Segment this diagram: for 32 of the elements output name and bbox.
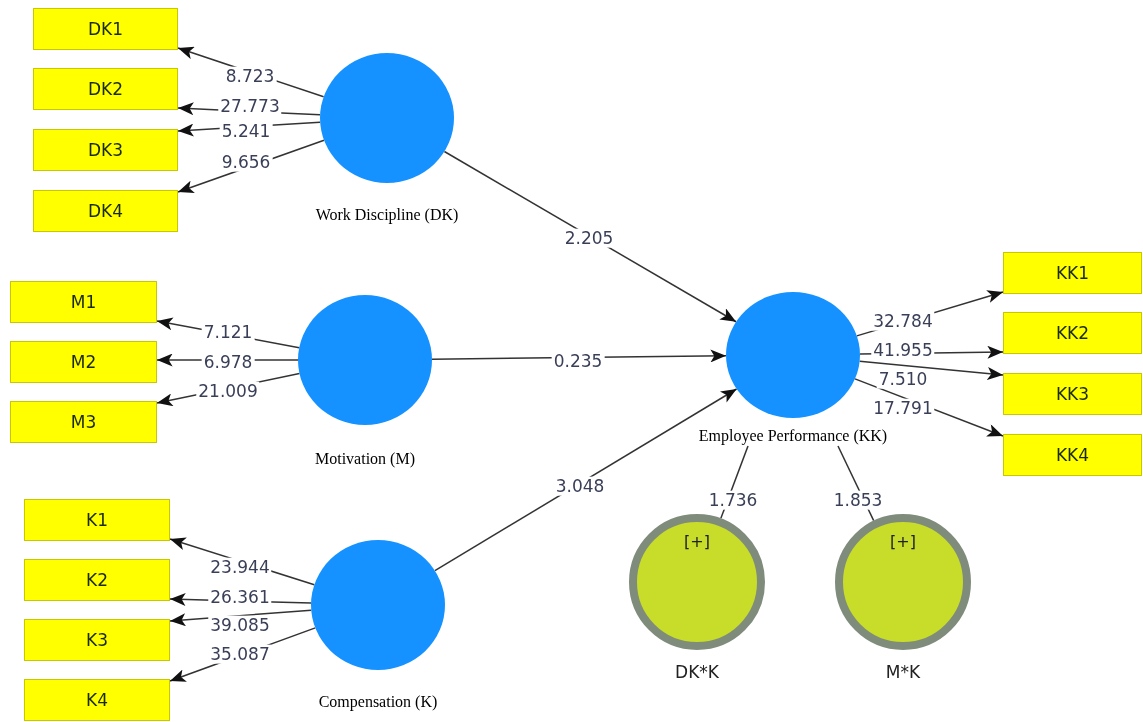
indicator-box: M2 (10, 341, 157, 383)
arrow (434, 388, 738, 572)
edge-label: 32.784 (871, 311, 935, 331)
indicator-box: M1 (10, 281, 157, 323)
edge-label: 35.087 (208, 644, 272, 664)
indicator-box: KK2 (1003, 312, 1142, 354)
indicator-box: KK4 (1003, 434, 1142, 476)
moderator-label: M*K (884, 662, 922, 682)
moderator-label: DK*K (674, 662, 720, 682)
arrow (858, 360, 1004, 380)
indicator-box: DK1 (33, 8, 178, 50)
construct-label: Employee Performance (KK) (698, 426, 888, 446)
construct-label: Work Discipline (DK) (314, 205, 460, 225)
expand-marker: [+] (890, 532, 916, 551)
arrow (443, 150, 737, 323)
indicator-box: DK3 (33, 129, 178, 171)
construct-label: Compensation (K) (317, 692, 439, 712)
indicator-box: K4 (24, 679, 170, 721)
edge-label: 27.773 (218, 96, 282, 116)
indicator-box: DK2 (33, 68, 178, 110)
indicator-box: DK4 (33, 190, 178, 232)
construct-label: Motivation (M) (314, 449, 416, 469)
indicator-box: K3 (24, 619, 170, 661)
expand-marker: [+] (684, 532, 710, 551)
indicator-box: KK1 (1003, 252, 1142, 294)
indicator-box: M3 (10, 401, 157, 443)
indicator-box: K1 (24, 499, 170, 541)
edge-label: 9.656 (219, 152, 273, 172)
edge-label: 7.121 (201, 322, 255, 342)
edge-label: 7.510 (876, 369, 930, 389)
indicator-box: K2 (24, 559, 170, 601)
indicator-box: KK3 (1003, 373, 1142, 415)
